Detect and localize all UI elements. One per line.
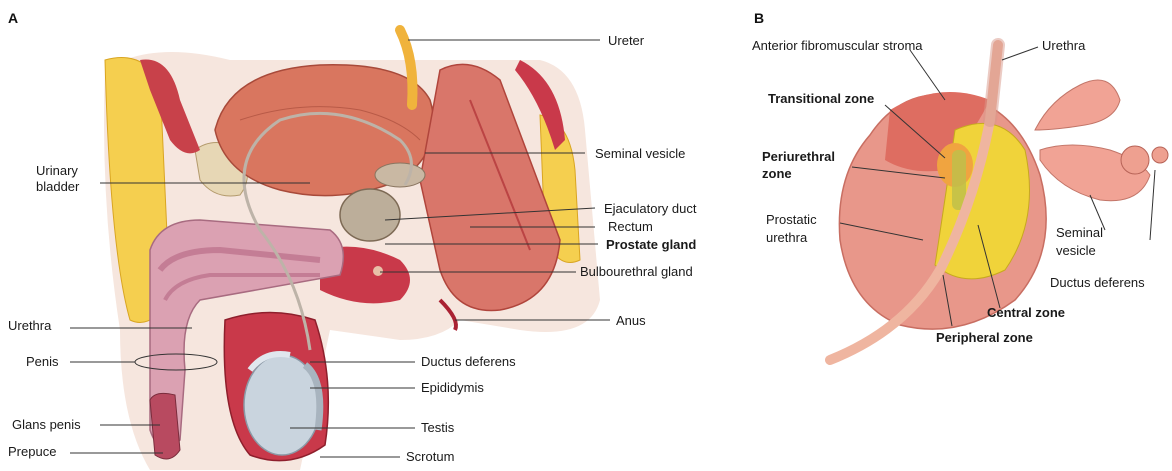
label-rectum: Rectum [608, 219, 653, 234]
seminal-vesicle-upper [1035, 80, 1120, 130]
label-anus: Anus [616, 313, 646, 328]
panel-a: A [0, 0, 740, 471]
seminal-vesicle [375, 163, 425, 187]
label-glans-penis: Glans penis [12, 417, 81, 432]
prostate-gland [340, 189, 400, 241]
label-scrotum: Scrotum [406, 449, 454, 464]
label-peripheral-zone: Peripheral zone [936, 330, 1033, 345]
label-bulbourethral-gland: Bulbourethral gland [580, 264, 693, 279]
leader-ductus-deferens-b [1150, 170, 1155, 240]
label-seminal-vesicle: Seminal vesicle [595, 146, 685, 161]
label-urethra: Urethra [8, 318, 51, 333]
label-prostatic-urethra-line2: urethra [766, 230, 807, 245]
label-anterior-fibromuscular-stroma: Anterior fibromuscular stroma [752, 38, 923, 53]
bulbourethral-gland [373, 266, 383, 276]
label-testis: Testis [421, 420, 454, 435]
label-urinary-bladder-line2: bladder [36, 179, 79, 194]
label-ejaculatory-duct: Ejaculatory duct [604, 201, 697, 216]
label-seminal-vesicle-line2: vesicle [1056, 243, 1096, 258]
label-urethra-b: Urethra [1042, 38, 1085, 53]
ductus-deferens-coil-2 [1152, 147, 1168, 163]
urethra-top [990, 45, 998, 120]
label-ureter: Ureter [608, 33, 644, 48]
label-transitional-zone: Transitional zone [768, 91, 874, 106]
leader-anterior-fibromuscular-stroma [910, 50, 945, 100]
glans-penis [150, 393, 180, 459]
label-ductus-deferens-b: Ductus deferens [1050, 275, 1145, 290]
label-seminal-vesicle-line1: Seminal [1056, 225, 1103, 240]
label-urinary-bladder-line1: Urinary [36, 163, 78, 178]
label-ductus-deferens: Ductus deferens [421, 354, 516, 369]
label-prostatic-urethra-line1: Prostatic [766, 212, 817, 227]
label-periurethral-zone-line1: Periurethral [762, 149, 835, 164]
label-periurethral-zone-line2: zone [762, 166, 792, 181]
panel-b: B Anterior [740, 0, 1172, 471]
ductus-deferens-coil-1 [1121, 146, 1149, 174]
label-central-zone: Central zone [987, 305, 1065, 320]
male-pelvis-sagittal-illustration [0, 0, 740, 471]
label-penis: Penis [26, 354, 59, 369]
label-epididymis: Epididymis [421, 380, 484, 395]
label-prepuce: Prepuce [8, 444, 56, 459]
label-prostate-gland: Prostate gland [606, 237, 696, 252]
leader-urethra-b [1002, 47, 1038, 60]
